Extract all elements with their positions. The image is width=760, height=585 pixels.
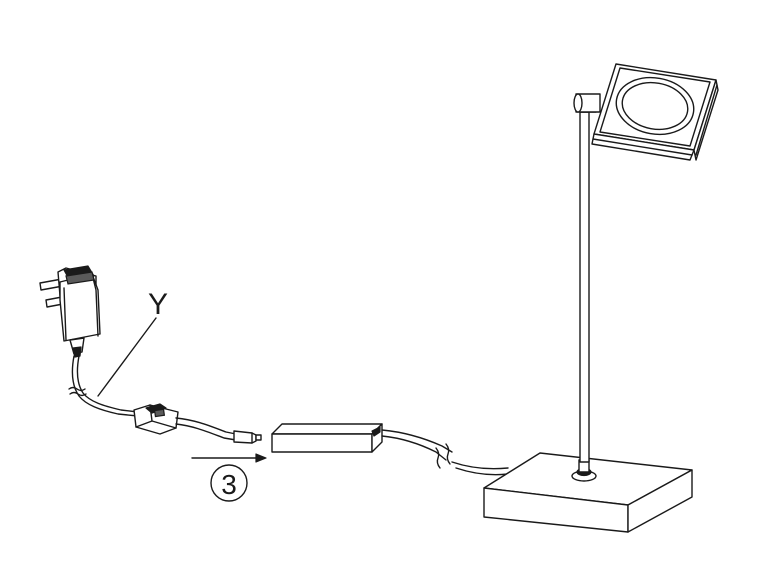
cable-switch-to-connector xyxy=(175,417,237,441)
cable-plug-to-switch xyxy=(68,355,139,417)
step-indicator: 3 xyxy=(191,453,267,502)
connector-plug xyxy=(233,430,262,444)
callout-y: Y xyxy=(97,288,168,397)
table-lamp xyxy=(483,63,719,533)
insert-arrow-head xyxy=(255,453,267,463)
lamp-head xyxy=(591,63,719,161)
step-number-circle xyxy=(210,464,248,502)
lamp-pole xyxy=(573,93,601,463)
cable-driver-to-lamp xyxy=(381,429,509,476)
inline-switch xyxy=(133,403,179,435)
callout-y-leader xyxy=(97,317,157,397)
step-number-label: 3 xyxy=(221,469,237,500)
callout-y-label: Y xyxy=(148,288,168,321)
plug-adapter xyxy=(39,265,101,358)
driver-box xyxy=(271,423,383,453)
lamp-base xyxy=(483,452,693,533)
